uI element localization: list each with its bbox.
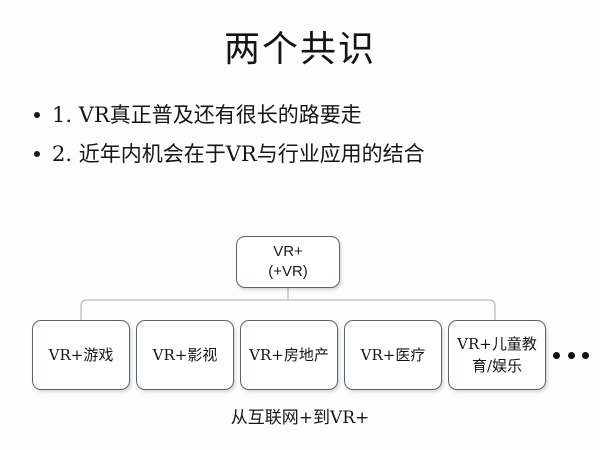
node-vr-plus-film-tv[interactable]: VR+影视 [136,320,234,390]
bullet-item-text: 2. 近年内机会在于VR与行业应用的结合 [52,142,425,166]
node-vr-plus-root[interactable]: VR+ (+VR) [236,236,340,288]
node-vr-plus-medical[interactable]: VR+医疗 [344,320,442,390]
ellipsis-dot-icon [582,351,589,359]
bullet-dot-icon [34,112,40,118]
root-label-line2: (+VR) [268,263,308,280]
node-label: VR+房地产 [249,346,329,364]
bullet-item-text: 1. VR真正普及还有很长的路要走 [52,103,362,127]
diagram-caption: 从互联网+到VR+ [230,408,370,428]
root-label-line1: VR+ [273,243,303,260]
vr-plus-tree-diagram: VR+ (+VR) VR+游戏 VR+影视 VR+房地产 VR+医疗 VR+儿童… [0,225,600,450]
page-title: 两个共识 [223,29,376,70]
node-vr-plus-games[interactable]: VR+游戏 [32,320,130,390]
consensus-bullet-list: 1. VR真正普及还有很长的路要走 2. 近年内机会在于VR与行业应用的结合 [34,100,574,178]
node-vr-plus-real-estate[interactable]: VR+房地产 [240,320,338,390]
node-label: VR+游戏 [48,346,114,364]
list-item: 1. VR真正普及还有很长的路要走 [34,100,574,130]
bullet-dot-icon [34,151,40,157]
node-label: VR+影视 [152,346,218,364]
ellipsis-dot-icon [567,351,575,359]
node-label: VR+儿童教育/娱乐 [457,335,537,375]
ellipsis-dot-icon [553,351,560,359]
overflow-ellipsis-icon [553,345,589,365]
node-label: VR+医疗 [360,346,426,364]
list-item: 2. 近年内机会在于VR与行业应用的结合 [34,139,574,169]
node-vr-plus-kids-education-entertainment[interactable]: VR+儿童教育/娱乐 [448,320,546,390]
